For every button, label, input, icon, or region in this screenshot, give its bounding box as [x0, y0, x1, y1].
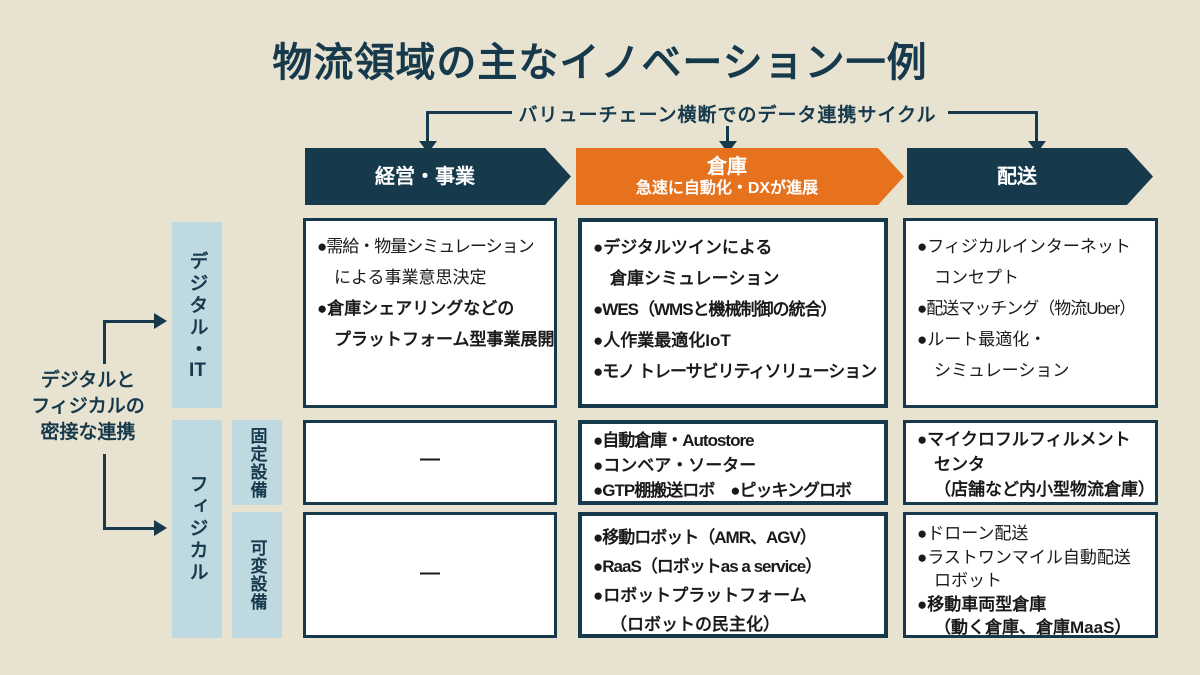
bullet-line: （ロボットの民主化）: [610, 615, 780, 634]
cell-digital-warehouse: ●デジタルツインによる倉庫シミュレーション ●WES（WMSと機械制御の統合） ●人…: [578, 218, 888, 408]
header-chevron-management: 経営・事業: [305, 148, 571, 205]
note-arrow-lower-icon: [154, 520, 167, 536]
cell-digital-management: ●需給・物量シミュレーションによる事業意思決定 ●倉庫シェアリングなどのプラットフ…: [303, 218, 557, 408]
left-note-line: フィジカルの: [31, 396, 145, 417]
cell-variable-management: —: [303, 512, 557, 638]
cell-fixed-warehouse: ●自動倉庫・Autostore ●コンベア・ソーター ●GTP棚搬送ロボ ●ピッキン…: [578, 420, 888, 505]
bullet-line: ●ラストワンマイル自動配送: [917, 547, 1131, 567]
bullet-line: ●ルート最適化・: [917, 330, 1047, 349]
cell-fixed-delivery: ●マイクロフルフィルメントセンタ （店舗など内小型物流倉庫）: [903, 420, 1158, 505]
bullet-line: シミュレーション: [934, 361, 1070, 380]
empty-dash: —: [420, 448, 440, 470]
side-label-fixed-equipment: 固定設備: [232, 420, 282, 505]
header-chevron-delivery: 配送: [907, 148, 1153, 205]
cell-variable-delivery: ●ドローン配送 ●ラストワンマイル自動配送ロボット ●移動車両型倉庫 （動く倉庫、倉庫…: [903, 512, 1158, 638]
side-label-digital-it-latin: IT: [189, 360, 206, 380]
empty-dash: —: [420, 562, 440, 584]
side-label-variable-equipment-text: 可変設備: [247, 539, 267, 611]
bullet-line: ●マイクロフルフィルメント: [917, 430, 1131, 449]
bullet-line: ●倉庫シェアリングなどの: [317, 299, 515, 318]
side-label-variable-equipment: 可変設備: [232, 512, 282, 638]
bullet-line: コンセプト: [934, 268, 1019, 287]
bullet-line: ロボット: [934, 571, 1002, 590]
bullet-line: ●ロボットプラットフォーム: [593, 586, 807, 605]
bullet-line: ●配送マッチング（物流Uber）: [917, 299, 1136, 318]
bullet-line: プラットフォーム型事業展開: [334, 330, 555, 349]
note-line-lower-horizontal: [103, 527, 155, 530]
side-label-digital-it: デジタル・IT: [172, 222, 222, 408]
side-label-physical-text: フィジカル: [186, 474, 208, 584]
cycle-line-middle-vertical: [726, 126, 729, 142]
bullet-line: ●RaaS（ロボットas a service）: [593, 557, 822, 576]
header-label-management: 経営・事業: [375, 165, 475, 188]
cycle-line-left-horizontal: [426, 111, 512, 114]
page-title: 物流領域の主なイノベーション一例: [272, 41, 928, 85]
cycle-line-right-horizontal: [948, 111, 1038, 114]
side-label-digital-it-text: デジタル・: [186, 250, 208, 361]
bullet-line: （店舗など内小型物流倉庫）: [934, 480, 1155, 499]
cycle-label: バリューチェーン横断でのデータ連携サイクル: [518, 105, 937, 126]
cell-variable-warehouse: ●移動ロボット（AMR、AGV） ●RaaS（ロボットas a service） ●…: [578, 512, 888, 638]
note-line-upper-vertical: [103, 320, 106, 364]
side-label-physical: フィジカル: [172, 420, 222, 638]
bullet-line: ●フィジカルインターネット: [917, 237, 1131, 256]
left-note-line: デジタルと: [40, 370, 136, 391]
bullet-line: ●デジタルツインによる: [593, 238, 773, 257]
bullet-line: による事業意思決定: [334, 268, 487, 287]
header-label-warehouse: 倉庫: [707, 155, 747, 178]
header-sublabel-warehouse: 急速に自動化・DXが進展: [635, 179, 819, 197]
cell-fixed-management: —: [303, 420, 557, 505]
bullet-line: ●ドローン配送: [917, 524, 1029, 543]
bullet-line: ●WES（WMSと機械制御の統合）: [593, 300, 838, 319]
cycle-line-left-vertical: [426, 111, 429, 142]
left-note-line: 密接な連携: [40, 422, 136, 443]
note-line-lower-vertical: [103, 454, 106, 530]
bullet-line: センタ: [934, 455, 985, 474]
note-line-upper-horizontal: [103, 320, 155, 323]
bullet-line: ●人作業最適化IoT: [593, 331, 731, 350]
bullet-line: ●移動ロボット（AMR、AGV）: [593, 528, 817, 547]
bullet-line: ●GTP棚搬送ロボ ●ピッキングロボ: [593, 481, 852, 500]
bullet-line: ●移動車両型倉庫: [917, 594, 1047, 614]
bullet-line: ●自動倉庫・Autostore: [593, 431, 755, 450]
cell-digital-delivery: ●フィジカルインターネットコンセプト ●配送マッチング（物流Uber） ●ルート最適…: [903, 218, 1158, 408]
bullet-line: ●モノ トレーサビリティソリューション: [593, 362, 877, 381]
header-chevron-warehouse: 倉庫 急速に自動化・DXが進展: [576, 148, 904, 205]
side-label-fixed-equipment-text: 固定設備: [247, 426, 267, 499]
left-note: デジタルとフィジカルの密接な連携: [18, 368, 158, 446]
bullet-line: ●コンベア・ソーター: [593, 456, 757, 475]
bullet-line: （動く倉庫、倉庫MaaS）: [934, 618, 1132, 637]
header-label-delivery: 配送: [997, 165, 1037, 188]
bullet-line: ●需給・物量シミュレーション: [317, 237, 535, 256]
bullet-line: 倉庫シミュレーション: [610, 269, 780, 288]
note-arrow-upper-icon: [154, 313, 167, 329]
cycle-line-right-vertical: [1035, 111, 1038, 142]
